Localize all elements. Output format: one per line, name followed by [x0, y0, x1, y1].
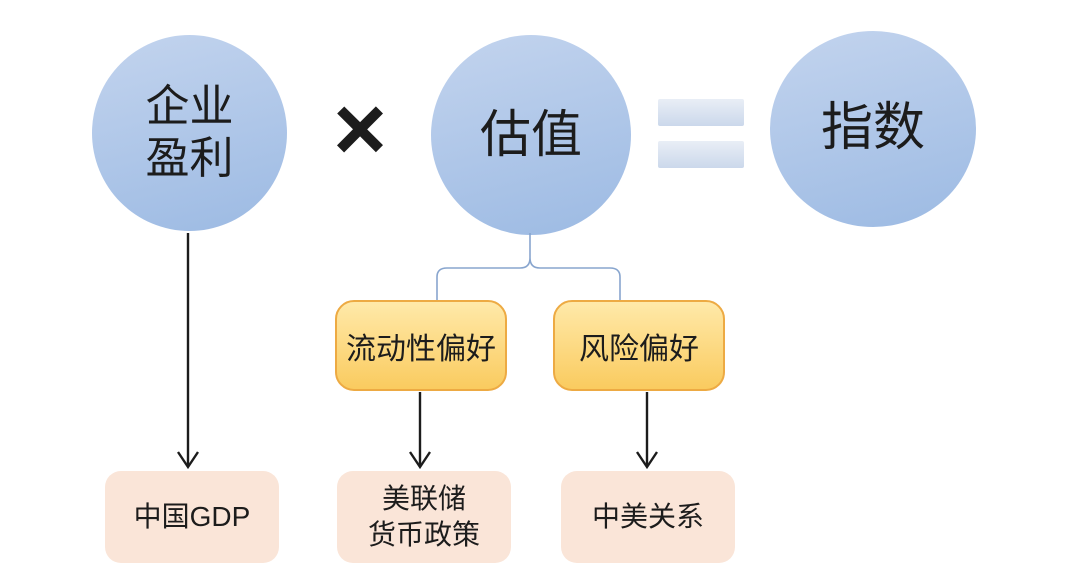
multiply-symbol: × — [333, 78, 387, 180]
china-gdp-label: 中国GDP — [133, 500, 251, 532]
equals-icon-bottom-bar — [658, 141, 744, 168]
arrow-risk-to-relations — [636, 392, 658, 470]
multiply-icon: × — [318, 74, 402, 184]
node-fed-monetary-policy: 美联储 货币政策 — [337, 471, 511, 563]
node-valuation: 估值 — [431, 35, 631, 235]
node-china-us-relations: 中美关系 — [561, 471, 735, 563]
valuation-branch-connector — [436, 233, 621, 300]
risk-preference-label: 风险偏好 — [579, 332, 699, 366]
arrow-earnings-to-gdp — [177, 233, 199, 470]
node-liquidity-preference: 流动性偏好 — [335, 300, 507, 391]
equals-icon-top-bar — [658, 99, 744, 126]
china-us-relations-label: 中美关系 — [591, 500, 704, 532]
corporate-earnings-label: 企业 盈利 — [145, 82, 234, 183]
node-china-gdp: 中国GDP — [105, 471, 279, 563]
node-risk-preference: 风险偏好 — [553, 300, 725, 391]
index-label: 指数 — [820, 99, 925, 158]
fed-monetary-policy-label: 美联储 货币政策 — [367, 482, 480, 550]
liquidity-preference-label: 流动性偏好 — [346, 332, 496, 366]
node-corporate-earnings: 企业 盈利 — [92, 35, 287, 231]
node-index: 指数 — [770, 31, 976, 227]
valuation-label: 估值 — [479, 105, 582, 163]
arrow-liquidity-to-fed — [409, 392, 431, 470]
